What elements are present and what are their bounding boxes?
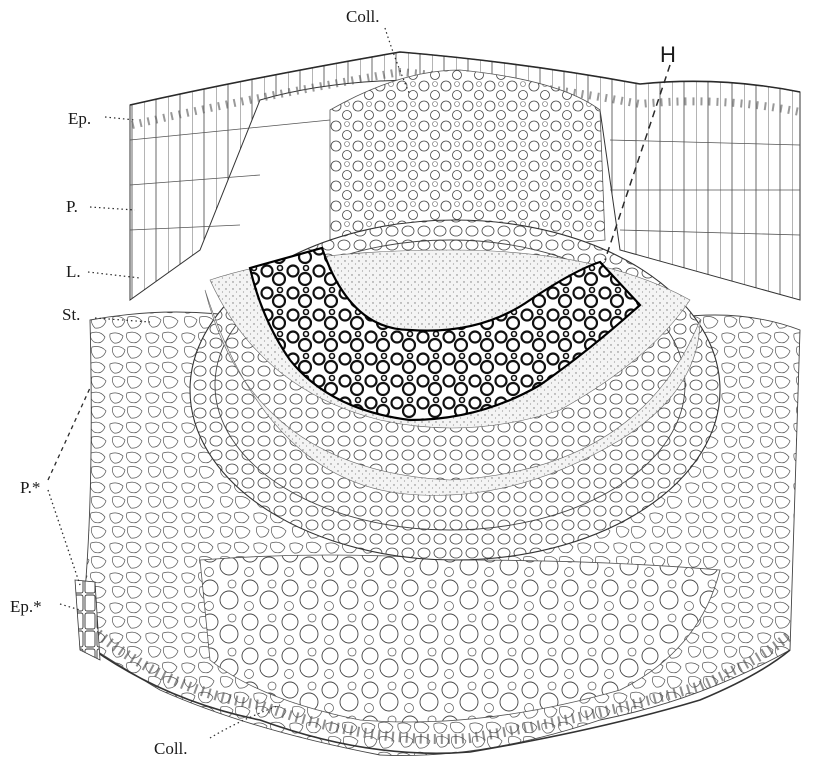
label-collenchyma-top: Coll. [346, 7, 380, 26]
label-collenchyma-bottom: Coll. [154, 739, 188, 758]
label-l: L. [66, 262, 81, 281]
label-ep-star: Ep.* [10, 597, 42, 616]
vascular-bundle [190, 220, 720, 560]
label-h: H [660, 42, 676, 67]
label-palisade: P. [66, 197, 78, 216]
label-p-star: P.* [20, 478, 40, 497]
label-st: St. [62, 305, 80, 324]
label-epidermis: Ep. [68, 109, 91, 128]
